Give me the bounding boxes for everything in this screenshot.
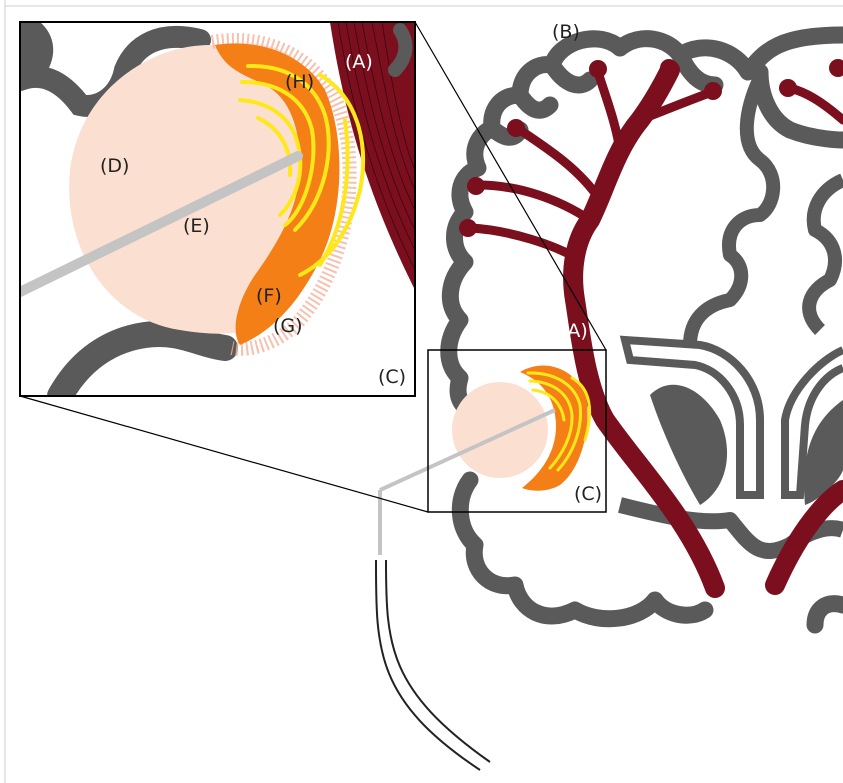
label-e: (E) xyxy=(183,215,210,237)
label-h: (H) xyxy=(285,71,314,93)
label-a-zoom: (A) xyxy=(345,51,373,73)
main-artery-right xyxy=(775,490,843,585)
label-c-zoom: (C) xyxy=(378,366,406,388)
label-c-brain: (C) xyxy=(574,483,602,505)
label-d: (D) xyxy=(100,155,129,177)
label-b: (B) xyxy=(552,21,580,43)
zoom-connector-bottom xyxy=(20,396,428,512)
label-f: (F) xyxy=(256,285,282,307)
label-g: (G) xyxy=(273,315,303,337)
label-a-brain: (A) xyxy=(560,320,588,342)
